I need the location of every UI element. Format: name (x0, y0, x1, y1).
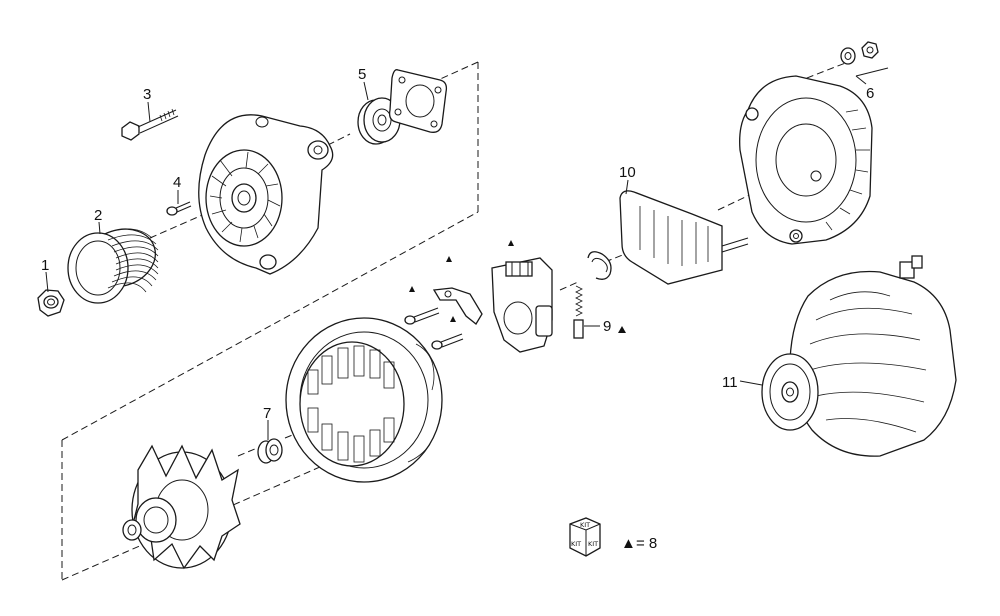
kit-marker-screw-upper (409, 286, 415, 292)
part-rear-housing (739, 75, 873, 245)
kit-badge: KIT KIT KIT (569, 517, 601, 557)
part-front-housing (198, 114, 334, 275)
part-snap-ring (587, 251, 612, 280)
part-brush-bracket (432, 287, 483, 325)
callout-7: 7 (263, 405, 271, 422)
kit-marker-regulator (508, 240, 514, 246)
callout-5: 5 (358, 66, 366, 83)
callout-11: 11 (722, 374, 738, 391)
callout-4: 4 (173, 174, 181, 191)
kit-marker-brush (618, 326, 626, 333)
part-nut-washer (840, 41, 879, 65)
part-stator (285, 317, 443, 483)
kit-legend: KIT KIT KIT ▲ = 8 (569, 517, 657, 557)
part-nut (37, 289, 65, 317)
part-regulator (491, 257, 553, 353)
part-pulley (67, 228, 159, 304)
part-long-bolt (121, 108, 179, 141)
part-bracket-screw-upper (404, 307, 440, 325)
kit-badge-right-label: KIT (588, 540, 598, 548)
callout-1: 1 (41, 257, 49, 274)
kit-legend-text: = 8 (636, 535, 657, 552)
callout-9: 9 (603, 318, 611, 335)
callout-10: 10 (619, 164, 636, 181)
part-alternator-assembly (761, 255, 957, 457)
part-rectifier (619, 190, 749, 285)
part-bearing-plate (388, 69, 448, 133)
kit-marker-symbol: ▲ (621, 535, 636, 552)
leader-lines (45, 67, 889, 440)
kit-marker-bracket (446, 256, 452, 262)
callout-labels: 1 2 3 4 5 6 7 9 10 11 (41, 66, 874, 422)
part-small-screw (166, 201, 192, 216)
kit-badge-top-label: KIT (580, 521, 590, 529)
callout-3: 3 (143, 86, 151, 103)
callout-2: 2 (94, 207, 102, 224)
part-brush (573, 285, 584, 339)
callout-6: 6 (866, 85, 874, 102)
assembly-boundary-lines (61, 61, 849, 581)
kit-marker-screw-lower (450, 316, 456, 322)
part-bracket-screw-lower (431, 333, 464, 350)
kit-badge-left-label: KIT (571, 540, 581, 548)
part-rotor (122, 444, 241, 570)
kit-markers (409, 240, 626, 333)
part-rotor-bearing (257, 438, 283, 464)
